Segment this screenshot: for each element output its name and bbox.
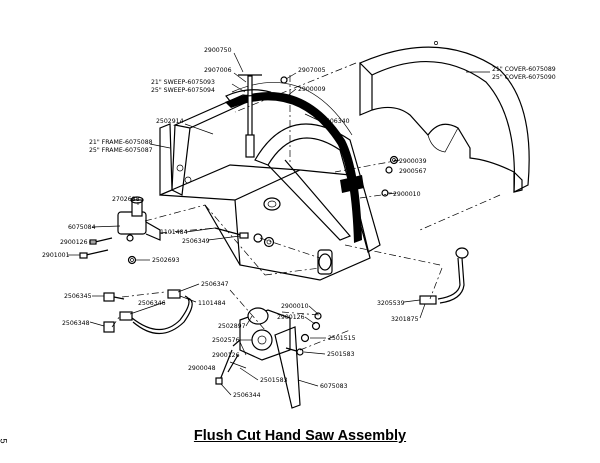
- label-2900126-lower-left: 2900126: [212, 352, 240, 359]
- label-2501583-lower: 2501583: [260, 377, 288, 384]
- label-2900039: 2900039: [399, 158, 427, 165]
- right-hose: [419, 247, 469, 305]
- label-2501583-right: 2501583: [327, 351, 355, 358]
- label-2900126-lower-right: 2900126: [277, 314, 305, 321]
- label-cover-21: 21" COVER-6075089: [492, 66, 556, 73]
- saw-frame: [159, 94, 381, 281]
- label-2506344: 2506344: [233, 392, 261, 399]
- shaft-hardware: [214, 227, 275, 248]
- label-2506346: 2506346: [138, 300, 166, 307]
- top-handle: [225, 74, 288, 158]
- label-2702688: 2702688: [112, 196, 140, 203]
- leader-lines: [68, 52, 490, 396]
- clamp-block-assembly: [79, 196, 161, 265]
- label-2900750: 2900750: [204, 47, 232, 54]
- label-2900048: 2900048: [188, 365, 216, 372]
- label-2900010-lower: 2900010: [281, 303, 309, 310]
- label-2502914: 2502914: [156, 118, 184, 125]
- label-1101484-upper: 1101484: [160, 229, 188, 236]
- label-2506340-upper: 2506340: [322, 118, 350, 125]
- label-6075084: 6075084: [68, 224, 96, 231]
- label-2502576: 2502576: [212, 337, 240, 344]
- hose-fittings: [103, 289, 193, 335]
- center-lines: [111, 62, 501, 351]
- label-2502897: 2502897: [218, 323, 246, 330]
- label-frame-25: 25" FRAME-6075087: [89, 147, 153, 154]
- label-2900126-left: 2900126: [60, 239, 88, 246]
- label-2907005: 2907005: [298, 67, 326, 74]
- label-2506347: 2506347: [201, 281, 229, 288]
- blade-cover: [358, 41, 530, 193]
- label-1101484-lower: 1101484: [198, 300, 226, 307]
- label-sweep-25: 25" SWEEP-6075094: [151, 87, 215, 94]
- page-number: 5: [0, 438, 9, 443]
- label-2506345: 2506345: [64, 293, 92, 300]
- lower-handle-assembly: [215, 307, 322, 409]
- label-3205539: 3205539: [377, 300, 405, 307]
- label-2900567: 2900567: [399, 168, 427, 175]
- part-labels: 2900750 2907006 2907005 2900009 21" SWEE…: [42, 47, 556, 399]
- label-2901001: 2901001: [42, 252, 70, 259]
- label-cover-25: 25" COVER-6075090: [492, 74, 556, 81]
- label-6075083: 6075083: [320, 383, 348, 390]
- label-2900009: 2900009: [298, 86, 326, 93]
- label-3201875: 3201875: [391, 316, 419, 323]
- label-2900010-upper: 2900010: [393, 191, 421, 198]
- label-2907006: 2907006: [204, 67, 232, 74]
- label-2502693: 2502693: [152, 257, 180, 264]
- diagram-title: Flush Cut Hand Saw Assembly: [193, 428, 407, 444]
- label-sweep-21: 21" SWEEP-6075093: [151, 79, 215, 86]
- label-2506348: 2506348: [62, 320, 90, 327]
- label-frame-21: 21" FRAME-6075088: [89, 139, 153, 146]
- label-2506349: 2506349: [182, 238, 210, 245]
- label-2501515: 2501515: [328, 335, 356, 342]
